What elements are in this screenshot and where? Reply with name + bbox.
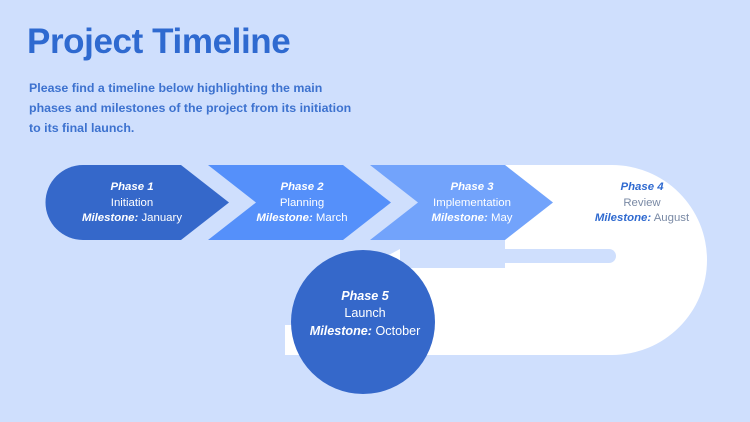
phase-3-label: Phase 3 Implementation Milestone: May (382, 180, 562, 227)
phase-3-shape[interactable] (370, 165, 553, 240)
page-subtitle: Please find a timeline below highlightin… (29, 81, 352, 136)
phase-3-name: Phase 3 (450, 181, 494, 193)
phase-4-milestone: Milestone: August (552, 211, 732, 227)
u-turn-notch (483, 249, 616, 263)
phase-4-activity: Review (623, 196, 661, 209)
phase-4-name: Phase 4 (620, 181, 664, 193)
phase-2-milestone: Milestone: March (222, 211, 382, 227)
phase-2-name: Phase 2 (280, 181, 324, 193)
phase-4-milestone-key: Milestone: (594, 212, 652, 225)
phase-1-milestone-value: January (141, 212, 183, 225)
phase-2-milestone-value: March (315, 212, 348, 225)
phase-3-milestone-value: May (490, 212, 513, 225)
phase-4-label: Phase 4 Review Milestone: August (552, 180, 732, 227)
phase-1-name: Phase 1 (110, 181, 154, 193)
phase-5-shape[interactable] (291, 250, 435, 394)
phase-3-milestone-key: Milestone: (431, 212, 488, 225)
phase-2-shape[interactable] (208, 165, 391, 240)
phase-2-milestone-key: Milestone: (256, 212, 313, 225)
phase-3-milestone: Milestone: May (382, 211, 562, 227)
phase-1-label: Phase 1 Initiation Milestone: January (52, 180, 212, 227)
phase-5-milestone: Milestone: October (285, 323, 445, 340)
phase-1-milestone: Milestone: January (52, 211, 212, 227)
phase-5-name: Phase 5 (341, 289, 389, 303)
phase-2-activity: Planning (279, 196, 325, 209)
phase-5-milestone-value: October (375, 323, 421, 338)
phase-3-activity: Implementation (433, 196, 511, 209)
phase-2-label: Phase 2 Planning Milestone: March (222, 180, 382, 227)
phase-5-activity: Launch (344, 306, 386, 321)
phase-1-activity: Initiation (110, 196, 154, 209)
phase-1-milestone-key: Milestone: (81, 212, 139, 225)
phase-5-milestone-key: Milestone: (309, 323, 372, 338)
phase-4-milestone-value: August (653, 212, 690, 225)
page-title: Project Timeline (27, 22, 291, 61)
phase-1-shape[interactable] (45, 165, 230, 240)
phase-5-label: Phase 5 Launch Milestone: October (285, 288, 445, 340)
